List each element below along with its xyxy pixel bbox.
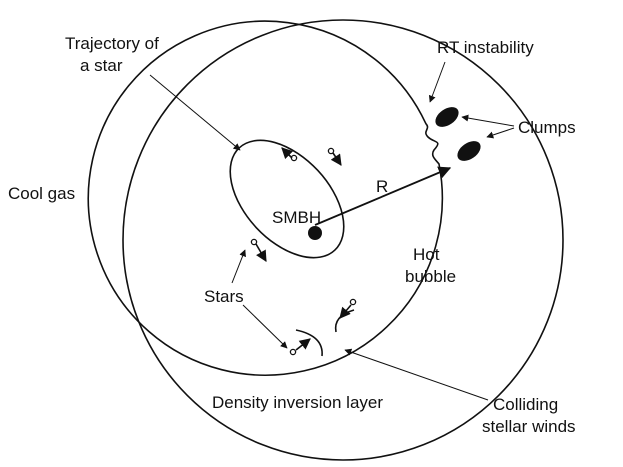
smbh-dot [308,226,322,240]
rt-pointer [428,61,446,103]
trajectory-pointer [149,74,241,151]
stars-pointer-lower [242,304,288,349]
label-radius: R [376,177,388,196]
colliding-pointer [344,348,489,401]
clumps-pointer-upper [461,114,515,127]
label-stars: Stars [204,287,244,306]
clump-upper [435,107,459,127]
label-rt-instability: RT instability [437,38,534,57]
stars-pointer-upper [231,249,246,284]
star-1 [281,147,298,162]
label-hot-line2: bubble [405,267,456,286]
label-colliding-line2: stellar winds [482,417,576,436]
bow-shock-left [295,329,323,357]
label-smbh: SMBH [272,208,321,227]
label-density-layer: Density inversion layer [212,393,383,412]
outer-shell-circle [122,19,564,461]
star-4 [289,338,311,356]
label-clumps: Clumps [518,118,576,137]
radius-arrow [314,166,452,226]
star-2 [327,147,342,166]
clump-lower [457,141,481,161]
label-trajectory-line1: Trajectory of [65,34,159,53]
star-3 [250,238,267,262]
label-hot-line1: Hot [413,245,440,264]
bow-shock-right [334,309,355,333]
label-colliding-line1: Colliding [493,395,558,414]
label-trajectory-line2: a star [80,56,123,75]
clumps-pointer-lower [486,127,515,139]
label-cool-gas: Cool gas [8,184,75,203]
hot-bubble-boundary [87,20,444,376]
